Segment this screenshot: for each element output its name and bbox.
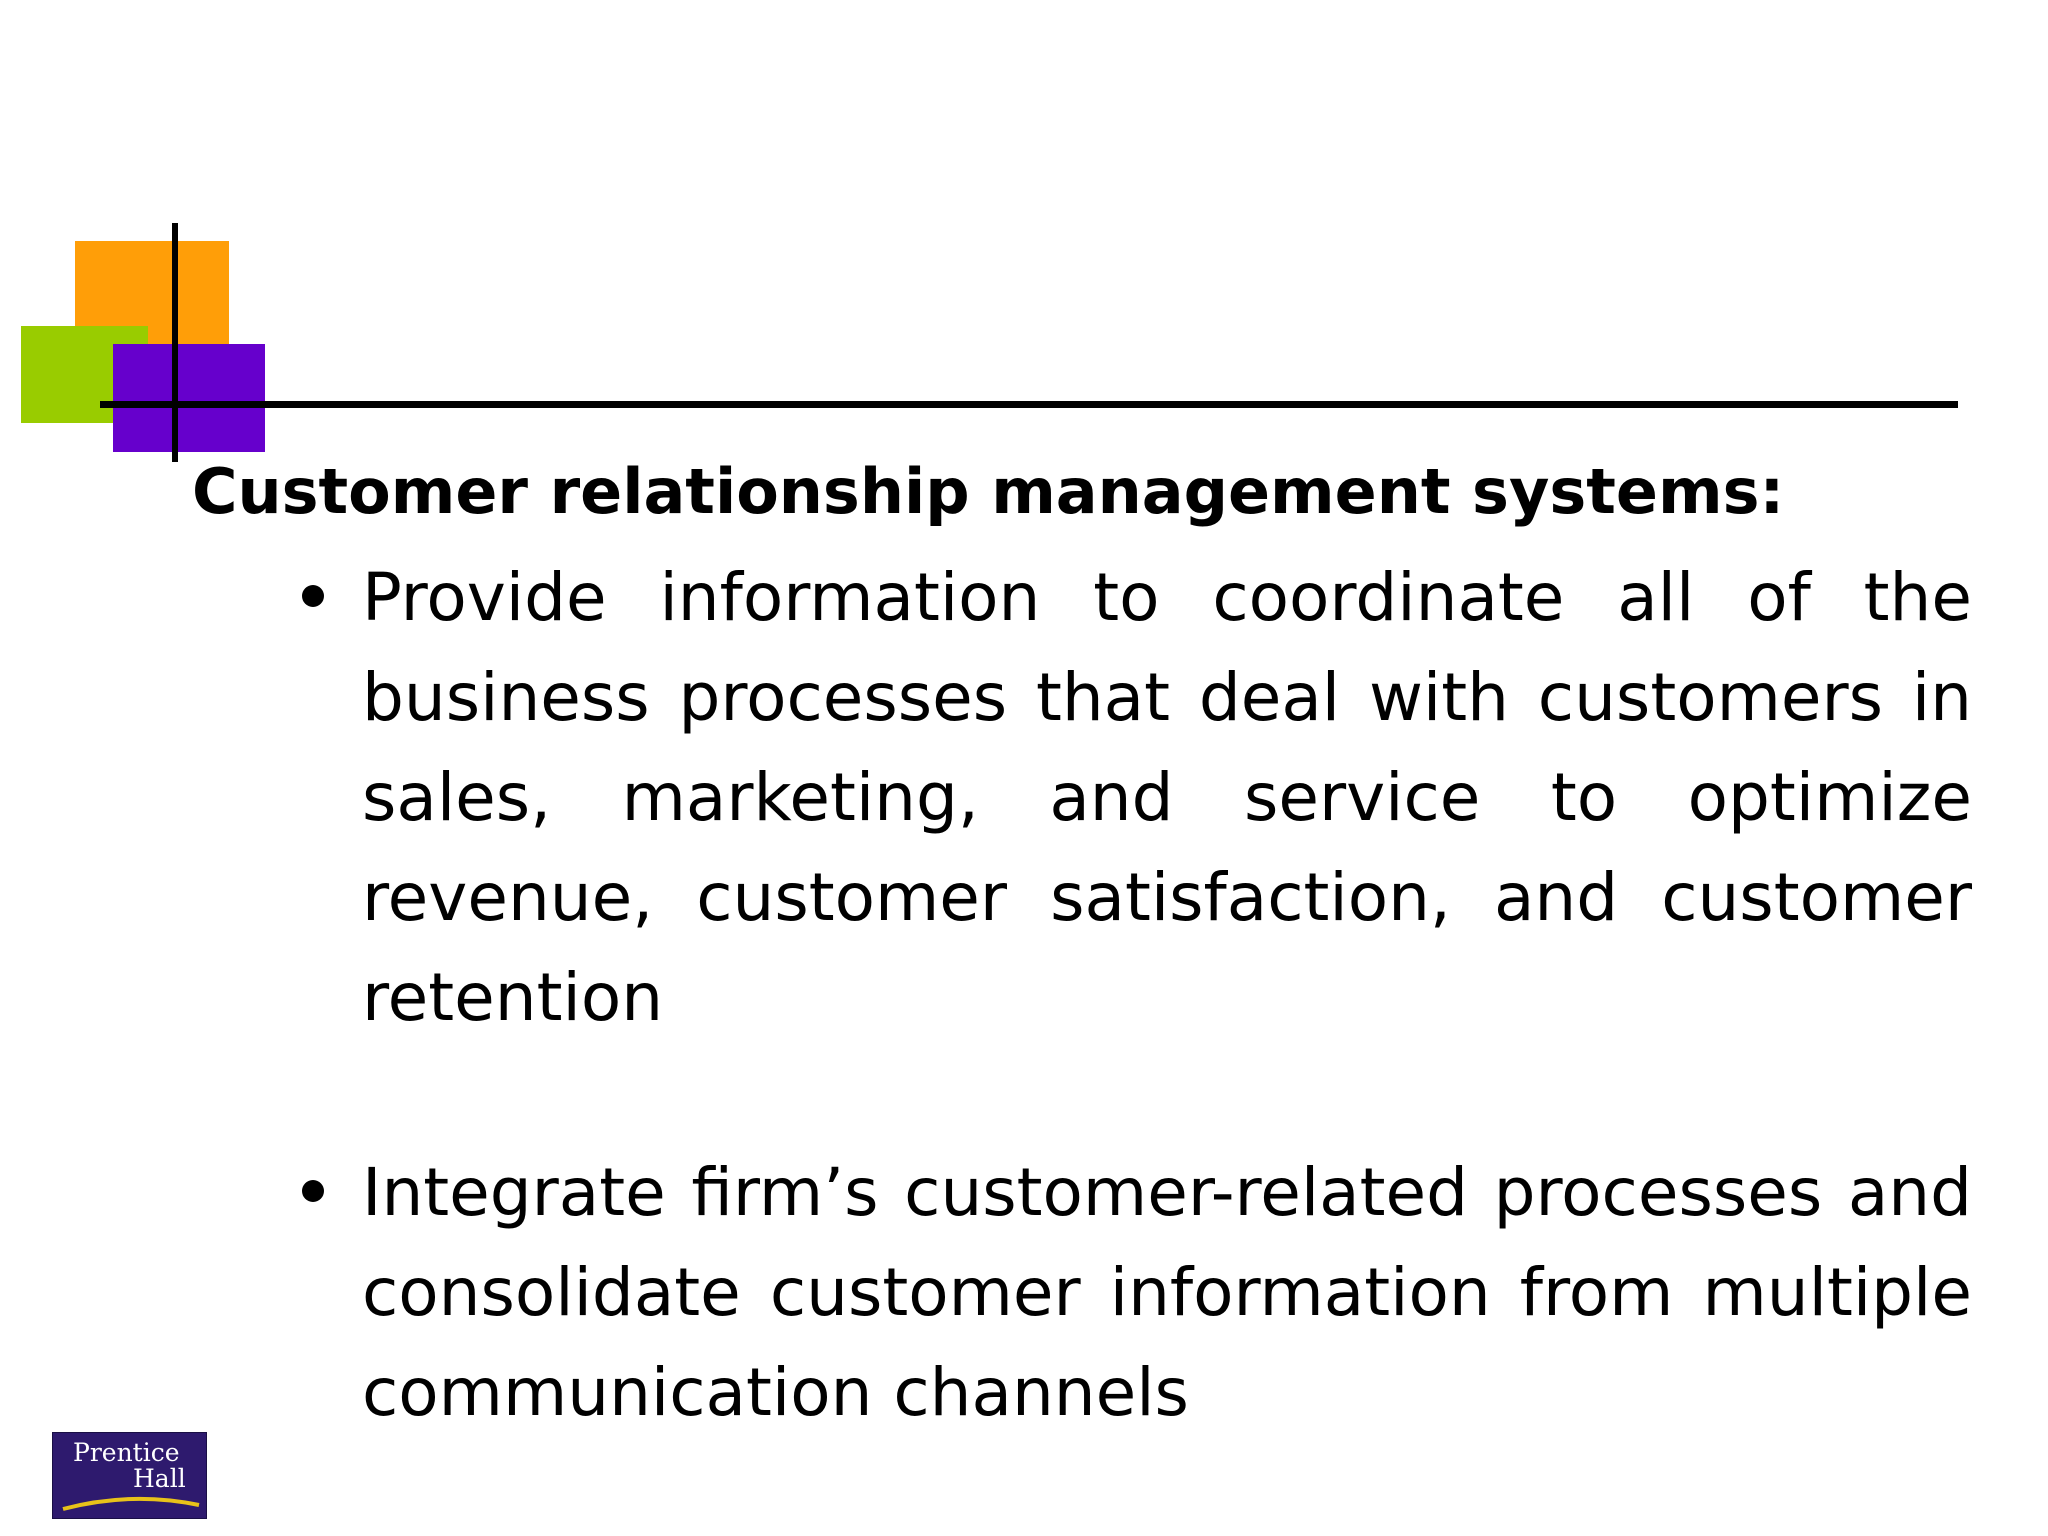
bullet-text: Provide information to coordinate all of… (362, 559, 1972, 1036)
bullet-item: Provide information to coordinate all of… (292, 548, 1972, 1048)
prentice-hall-logo: Prentice Hall (52, 1432, 207, 1519)
swoosh-icon (62, 1496, 200, 1511)
horizontal-rule (100, 401, 1958, 408)
logo-text-line2: Hall (133, 1464, 186, 1493)
bullet-icon (302, 1180, 324, 1202)
logo-text-line1: Prentice (73, 1438, 180, 1467)
bullet-icon (302, 585, 324, 607)
purple-square-decoration (113, 344, 265, 452)
bullet-text: Integrate firm’s customer-related proces… (362, 1154, 1972, 1431)
bullet-list: Provide information to coordinate all of… (292, 548, 1972, 1443)
vertical-rule (172, 223, 178, 462)
bullet-item: Integrate firm’s customer-related proces… (292, 1143, 1972, 1443)
slide-title: Customer relationship management systems… (192, 455, 1785, 528)
